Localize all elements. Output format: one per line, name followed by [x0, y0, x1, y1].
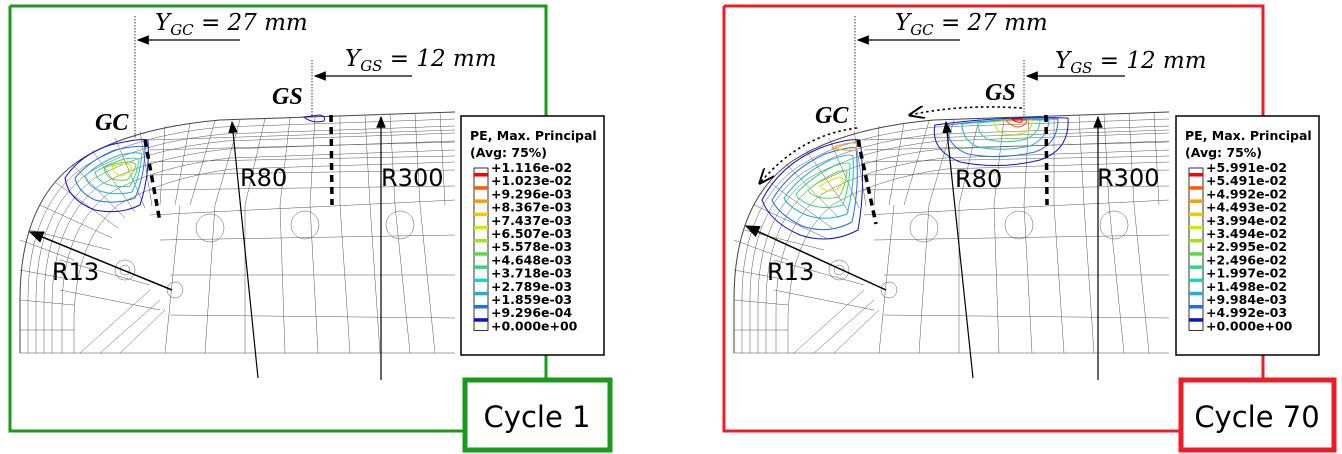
legend-swatch	[474, 199, 488, 203]
legend-value: +0.000e+00	[491, 318, 578, 333]
legend-value: +5.991e-02	[1206, 160, 1287, 175]
legend-value: +0.000e+00	[1206, 318, 1293, 333]
legend-value: +1.023e-02	[491, 173, 572, 188]
panel-cycle70: YGC = 27 mm YGS = 12 mm GC GS R80 R300 R…	[722, 4, 1337, 453]
gs-section-line	[1044, 114, 1049, 206]
legend-swatch	[474, 173, 488, 177]
legend-swatch	[1189, 199, 1203, 203]
legend-scale-frame	[473, 167, 489, 331]
legend-swatch	[474, 318, 488, 322]
strain-contour-gs	[302, 114, 325, 123]
legend-subtitle: (Avg: 75%)	[470, 145, 547, 160]
ygs-label: YGS = 12 mm	[345, 46, 497, 75]
strain-contours-gs	[933, 117, 1069, 167]
legend-swatch	[1189, 173, 1203, 177]
r300-label: R300	[1097, 164, 1159, 192]
legend-value: +1.116e-02	[491, 160, 572, 175]
gc-label: GC	[815, 103, 849, 129]
r80-arrow	[228, 120, 259, 379]
legend-title: PE, Max. Principal	[1185, 128, 1312, 143]
legend-swatch	[474, 252, 488, 256]
legend-value: +4.992e-02	[1206, 186, 1287, 201]
gs-section-line	[329, 114, 334, 206]
panel-cycle1: YGC = 27 mm YGS = 12 mm GC GS R80 R300 R…	[8, 4, 613, 453]
legend-swatch	[1189, 265, 1203, 269]
gc-section-line	[856, 139, 878, 225]
legend-value: +2.995e-02	[1206, 239, 1287, 254]
legend: PE, Max. Principal (Avg: 75%) +5.991e-02…	[1175, 115, 1320, 356]
legend-swatch	[1189, 291, 1203, 296]
legend-subtitle: (Avg: 75%)	[1185, 145, 1262, 160]
legend-value: +4.648e-03	[491, 252, 572, 267]
legend-value: +3.718e-03	[491, 266, 572, 281]
legend-value: +3.994e-02	[1206, 213, 1287, 228]
legend-swatch	[474, 239, 488, 243]
ygs-label: YGS = 12 mm	[1055, 48, 1207, 77]
legend-swatch	[1189, 278, 1203, 283]
strain-contours-gc	[761, 139, 864, 240]
legend-value: +6.507e-03	[491, 226, 572, 241]
r80-arrow	[942, 120, 974, 379]
legend-value: +5.491e-02	[1206, 173, 1287, 188]
legend-swatch	[474, 186, 488, 190]
legend-value: +3.494e-02	[1206, 226, 1287, 241]
legend-value: +1.859e-03	[491, 292, 572, 307]
legend-value: +2.789e-03	[491, 279, 572, 294]
r80-label: R80	[955, 165, 1002, 193]
legend-value: +2.496e-02	[1206, 252, 1287, 267]
legend-swatch	[474, 305, 488, 309]
gc-section-line	[143, 139, 162, 223]
legend-value: +9.296e-04	[491, 305, 572, 320]
cycle-label-box	[462, 377, 613, 453]
legend-swatch	[1189, 212, 1203, 217]
r13-arrow	[28, 231, 173, 291]
legend-value: +7.437e-03	[491, 213, 572, 228]
legend-value: +9.296e-03	[491, 186, 572, 201]
legend-value: +1.997e-02	[1206, 266, 1287, 281]
legend-swatch	[474, 212, 488, 217]
r13-arrow	[744, 225, 887, 291]
legend-swatch	[1189, 239, 1203, 243]
legend-value: +9.984e-03	[1206, 292, 1287, 307]
legend-title: PE, Max. Principal	[470, 128, 597, 143]
legend-swatch	[474, 265, 488, 269]
ygc-label: YGC = 27 mm	[155, 10, 308, 39]
legend-scale: +5.991e-02+5.491e-02+4.992e-02+4.493e-02…	[1188, 160, 1293, 333]
mesh	[733, 111, 1170, 354]
r13-label: R13	[52, 258, 99, 286]
legend-value: +1.498e-02	[1206, 279, 1287, 294]
legend-value: +8.367e-03	[491, 200, 572, 215]
legend-swatch	[474, 278, 488, 283]
legend-swatch	[1189, 252, 1203, 256]
legend-swatch	[1189, 225, 1203, 230]
legend-swatch	[1189, 318, 1203, 322]
r80-label: R80	[240, 164, 287, 192]
gs-label: GS	[272, 84, 303, 110]
cycle-label: Cycle 1	[484, 400, 591, 434]
legend-swatch	[1189, 186, 1203, 190]
ygc-label: YGC = 27 mm	[895, 10, 1048, 39]
legend-swatch	[474, 225, 488, 230]
cycle-label: Cycle 70	[1194, 400, 1319, 434]
legend-value: +4.493e-02	[1206, 200, 1287, 215]
strain-contours-gc	[64, 139, 149, 213]
legend-swatch	[474, 291, 488, 296]
r300-label: R300	[381, 164, 443, 192]
gc-migration-arrow	[760, 127, 858, 183]
cycle-label-box	[1178, 377, 1337, 453]
legend-value: +4.992e-03	[1206, 305, 1287, 320]
gs-migration-arrow	[910, 107, 1023, 115]
gs-label: GS	[985, 80, 1016, 106]
legend-scale-frame	[1188, 167, 1204, 331]
legend-scale: +1.116e-02+1.023e-02+9.296e-03+8.367e-03…	[473, 160, 578, 333]
legend: PE, Max. Principal (Avg: 75%) +1.116e-02…	[460, 115, 605, 356]
legend-swatch	[1189, 305, 1203, 309]
mesh	[19, 111, 456, 354]
gc-label: GC	[95, 110, 129, 136]
legend-value: +5.578e-03	[491, 239, 572, 254]
r13-label: R13	[767, 258, 814, 286]
